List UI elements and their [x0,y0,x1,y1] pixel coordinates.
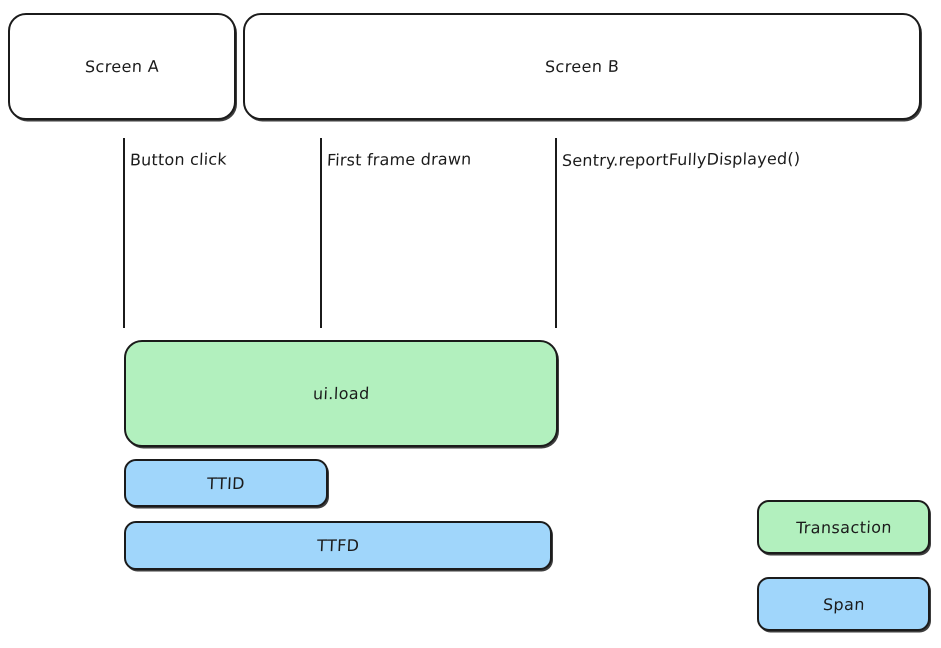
screen-panel-a: Screen A [8,13,236,120]
legend-item-transaction: Transaction [757,500,930,554]
screen-panel-a-label: Screen A [84,56,160,77]
screen-panel-b: Screen B [243,13,921,120]
legend-item-span: Span [757,577,930,631]
bar-ttid: TTID [124,459,328,507]
marker-line-button-click [123,138,125,328]
marker-line-first-frame-drawn [320,138,322,328]
bar-ui-load-label: ui.load [312,383,370,404]
marker-line-report-fully-displayed [555,138,557,328]
bar-ttfd-label: TTFD [316,535,360,556]
marker-label-report-fully-displayed: Sentry.reportFullyDisplayed() [561,148,801,171]
bar-ttfd: TTFD [124,521,552,570]
bar-ttid-label: TTID [206,473,246,493]
screen-panel-b-label: Screen B [544,56,620,77]
marker-label-first-frame-drawn: First frame drawn [326,149,472,170]
legend-item-span-label: Span [822,594,865,614]
marker-label-button-click: Button click [129,149,228,170]
bar-ui-load: ui.load [124,340,558,447]
legend-item-transaction-label: Transaction [795,517,892,537]
